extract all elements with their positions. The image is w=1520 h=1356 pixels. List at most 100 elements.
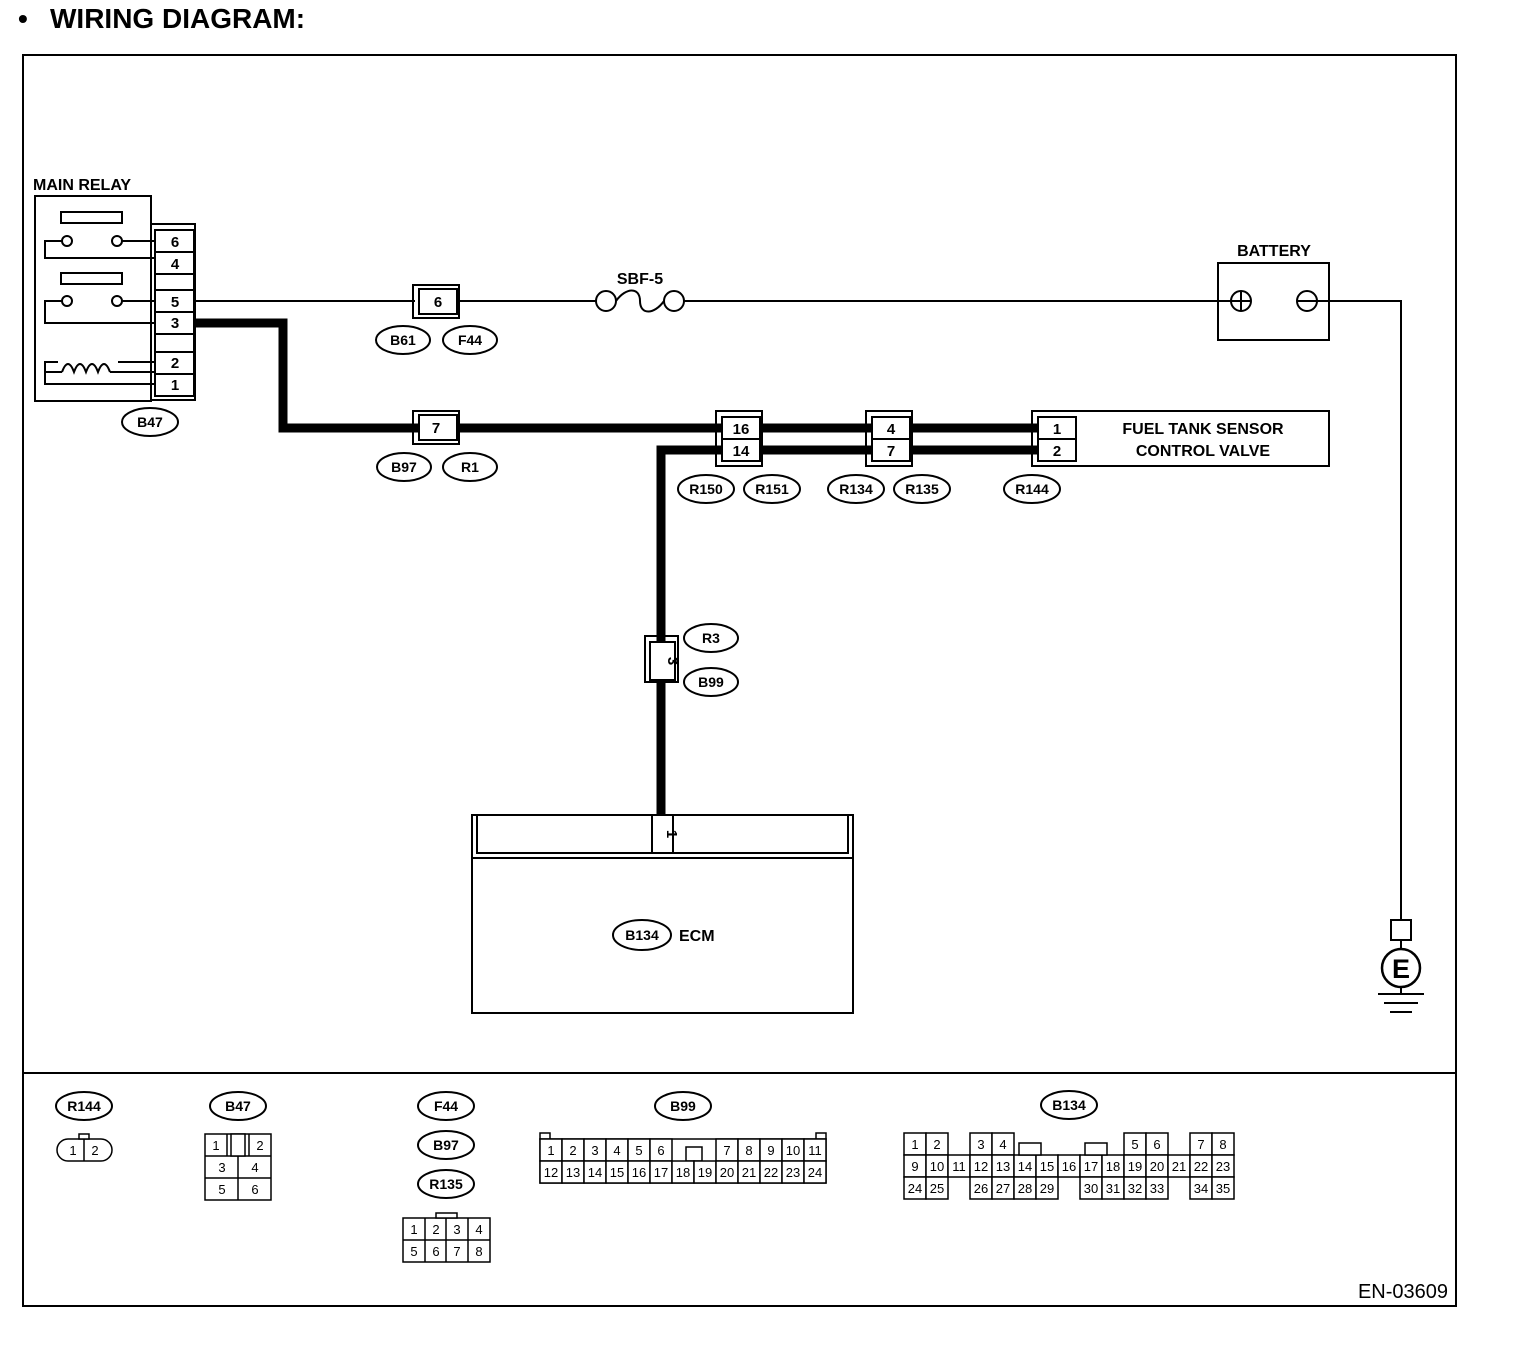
legend-r135-name: R135 (429, 1176, 463, 1192)
legend-b97-name: B97 (433, 1137, 459, 1153)
joint-r150-r151: 16 14 R150 R151 (677, 410, 801, 504)
legend-b47-pin: 3 (218, 1160, 225, 1175)
legend-b99-pin: 9 (767, 1143, 774, 1158)
legend-b134-pin: 32 (1128, 1181, 1142, 1196)
legend-b134-pin: 2 (933, 1137, 940, 1152)
legend-b134-pin: 14 (1018, 1159, 1032, 1174)
connector-r150 (677, 474, 735, 504)
legend-b134-pin: 13 (996, 1159, 1010, 1174)
legend-b134-pin: 20 (1150, 1159, 1164, 1174)
legend-f44-pin: 3 (453, 1222, 460, 1237)
legend-b134-pin: 17 (1084, 1159, 1098, 1174)
ecm-label: ECM (679, 928, 715, 945)
joint-b97-r1-pin: 7 (432, 420, 440, 437)
legend-f44-pin: 2 (432, 1222, 439, 1237)
legend-b134-pin: 10 (930, 1159, 944, 1174)
joint-r3-b99-pin: 3 (664, 657, 681, 665)
relay-pin-5: 5 (171, 294, 179, 311)
ground-label: E (1392, 954, 1410, 984)
connector-b99 (683, 667, 739, 697)
legend-b134-pin: 8 (1219, 1137, 1226, 1152)
ecm-pin-1: 1 (663, 830, 680, 838)
battery-label: BATTERY (1237, 243, 1311, 260)
legend-b134-name: B134 (1052, 1097, 1086, 1113)
relay-pin-6: 6 (171, 234, 179, 251)
legend-b47: B47 1 2 3 4 5 6 (204, 1091, 272, 1201)
fuse-label: SBF-5 (617, 271, 663, 288)
legend-frame (22, 1072, 1457, 1307)
legend-r144: R144 1 2 (55, 1091, 113, 1162)
legend-b99-pin: 18 (676, 1165, 690, 1180)
connector-r134-label: R134 (839, 481, 873, 497)
page-title: WIRING DIAGRAM: (50, 3, 305, 34)
joint-r150-r151-pin-16: 16 (733, 421, 750, 438)
diagram-frame (22, 54, 1457, 1074)
legend-b99-pin: 13 (566, 1165, 580, 1180)
connector-b61-label: B61 (390, 332, 416, 348)
legend-b99-pin: 16 (632, 1165, 646, 1180)
legend-f44-pin: 4 (475, 1222, 482, 1237)
legend-b99-pin: 15 (610, 1165, 624, 1180)
legend-b134-pin: 15 (1040, 1159, 1054, 1174)
connector-r1 (442, 452, 498, 482)
legend-b47-pin: 2 (256, 1138, 263, 1153)
legend-f44-pin: 5 (410, 1244, 417, 1259)
legend-b134-pin: 1 (911, 1137, 918, 1152)
legend-b134-pin: 31 (1106, 1181, 1120, 1196)
legend-b134-pin: 29 (1040, 1181, 1054, 1196)
connector-r3 (683, 623, 739, 653)
joint-b61-f44: 6 B61 F44 (375, 284, 498, 355)
connector-b134-label: B134 (625, 927, 659, 943)
legend-b134-pin: 35 (1216, 1181, 1230, 1196)
legend-b47-pin: 4 (251, 1160, 258, 1175)
joint-r3-b99: 3 R3 B99 (644, 623, 739, 697)
legend-b134-pin: 12 (974, 1159, 988, 1174)
main-relay: MAIN RELAY 6 4 5 3 2 1 (33, 177, 196, 437)
wire-relay-3-to-valve-1 (194, 318, 1040, 433)
legend-b99-pin: 8 (745, 1143, 752, 1158)
valve-pin-1: 1 (1053, 421, 1061, 438)
main-relay-label: MAIN RELAY (33, 177, 131, 194)
valve-label-line1: FUEL TANK SENSOR (1122, 421, 1284, 438)
relay-pin-4: 4 (171, 256, 180, 273)
connector-b99-label: B99 (698, 674, 724, 690)
legend-f44-pin: 7 (453, 1244, 460, 1259)
valve-label-line2: CONTROL VALVE (1136, 443, 1271, 460)
fuel-tank-sensor-control-valve: 1 2 FUEL TANK SENSOR CONTROL VALVE R144 (1003, 410, 1330, 504)
joint-r134-r135: 4 7 R134 R135 (827, 410, 951, 504)
legend-b134-pin: 28 (1018, 1181, 1032, 1196)
legend-b134-pin: 21 (1172, 1159, 1186, 1174)
legend-b134-pin: 34 (1194, 1181, 1208, 1196)
legend-b47-name: B47 (225, 1098, 251, 1114)
connector-r134 (827, 474, 885, 504)
legend-b134-pin: 26 (974, 1181, 988, 1196)
connector-f44 (442, 325, 498, 355)
ecm: 1 B134 ECM (471, 814, 854, 1014)
connector-r144 (1003, 474, 1061, 504)
connector-b61 (375, 325, 431, 355)
legend-b134-pin: 7 (1197, 1137, 1204, 1152)
legend-b134-pin: 23 (1216, 1159, 1230, 1174)
legend-b134-pin: 3 (977, 1137, 984, 1152)
legend-b134-pin: 5 (1131, 1137, 1138, 1152)
legend-b99-pin: 3 (591, 1143, 598, 1158)
connector-r135 (893, 474, 951, 504)
wire-ecm-to-valve-2 (656, 445, 1040, 820)
legend-b134-pin: 24 (908, 1181, 922, 1196)
connector-r135-label: R135 (905, 481, 939, 497)
legend-b134-pin: 9 (911, 1159, 918, 1174)
connector-f44-label: F44 (458, 332, 482, 348)
legend-f44-pin: 8 (475, 1244, 482, 1259)
legend-b99-pin: 2 (569, 1143, 576, 1158)
legend-b99-pin: 5 (635, 1143, 642, 1158)
legend-b134-pin: 19 (1128, 1159, 1142, 1174)
legend-b99-pin: 19 (698, 1165, 712, 1180)
connector-r151-label: R151 (755, 481, 789, 497)
legend-b99-pin: 4 (613, 1143, 620, 1158)
legend-b47-pin: 6 (251, 1182, 258, 1197)
